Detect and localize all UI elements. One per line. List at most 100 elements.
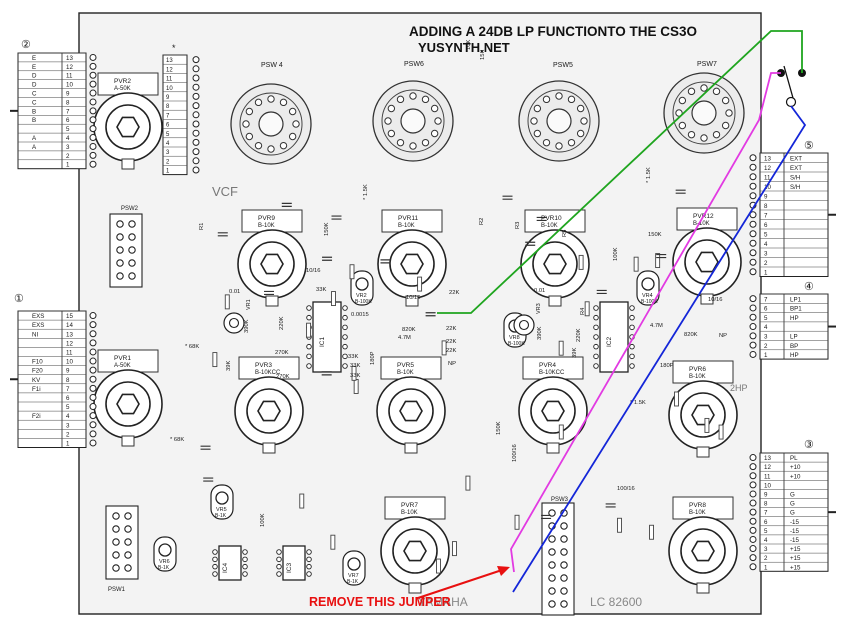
component-value-label: 33K [350, 363, 360, 369]
resistor [436, 559, 440, 573]
header-pin [561, 536, 567, 542]
header-pin [125, 565, 131, 571]
component-value-label: 180P [660, 363, 674, 369]
connector-pin-number: 3 [764, 546, 768, 553]
connector-signal-label: -15 [790, 528, 800, 535]
switch-lug [410, 143, 416, 149]
connector-label: ① [14, 293, 24, 305]
ic-pin [630, 364, 635, 369]
switch-lug [556, 143, 562, 149]
connector-signal-label: S/H [790, 175, 800, 182]
connector-pin-number: 12 [66, 64, 73, 71]
connector-pin [90, 431, 96, 437]
connector-pin [193, 75, 199, 81]
switch-lug [568, 96, 574, 102]
connector-pin-number: 4 [764, 241, 768, 248]
header-pin [129, 221, 135, 227]
rotary-switch [373, 81, 453, 161]
connector-pin-number: 6 [66, 117, 70, 124]
connector-pin [90, 349, 96, 355]
switch-lug [556, 93, 562, 99]
resistor [307, 323, 311, 337]
connector-signal-label: EXS [32, 322, 44, 329]
resistor [213, 353, 217, 367]
switch-lug [280, 99, 286, 105]
board-code-label: LC 82600 [590, 595, 642, 609]
connector-pin-number: 5 [66, 404, 70, 411]
connector-pin-number: 11 [66, 350, 73, 357]
component-value-label: NP [448, 361, 456, 367]
connector-pin [90, 358, 96, 364]
connector-pin [90, 135, 96, 141]
header-label: PSW1 [108, 587, 126, 593]
component-value-label: 10/16 [708, 297, 723, 303]
pot-id-label: PVR2 [114, 78, 131, 85]
ic-label: IC2 [606, 337, 613, 348]
switch-lug [726, 110, 732, 116]
header-pin [125, 539, 131, 545]
pot-value-label: B-10K [258, 223, 275, 229]
switch-lug [577, 105, 583, 111]
connector-pin [90, 331, 96, 337]
connector-pin [193, 84, 199, 90]
header-frame [110, 214, 142, 287]
connector-signal-label: -15 [790, 537, 800, 544]
ic-chip [307, 302, 348, 372]
connector-pin-number: 8 [764, 203, 768, 210]
connector-pin-number: 1 [764, 352, 768, 359]
connector-pin [193, 139, 199, 145]
pot-value-label: A-50K [114, 363, 131, 369]
connector-pin-number: 2 [764, 260, 768, 267]
connector-pin-number: 3 [764, 251, 768, 258]
connector-label: ② [21, 39, 31, 51]
header-pin [561, 575, 567, 581]
connector-signal-label: LP [790, 334, 798, 341]
connector-pin-number: 7 [66, 386, 70, 393]
connector-signal-label: EXS [32, 313, 44, 320]
connector-signal-label: +10 [790, 464, 801, 471]
ic-pin [343, 344, 348, 349]
resistor [331, 292, 335, 306]
ic-pin [594, 354, 599, 359]
connector-pin-number: 1 [66, 441, 70, 448]
header-pin [549, 588, 555, 594]
connector-pin [750, 324, 756, 330]
trimmer-label: VR1 [246, 299, 252, 310]
ic-pin [594, 335, 599, 340]
header-pin [117, 260, 123, 266]
switch-lug [388, 130, 394, 136]
pot-leg [405, 443, 417, 453]
component-value-label: 100K [613, 247, 619, 261]
header-pin [125, 552, 131, 558]
ic-pin [213, 572, 218, 577]
trimmer-value: B-100K [355, 299, 372, 305]
ic-pin [307, 572, 312, 577]
header-label: PSW3 [551, 497, 569, 503]
component-value-label: 22K [446, 339, 456, 345]
connector-pin-number: 7 [764, 213, 768, 220]
component-value-label: 0.0015 [351, 312, 369, 318]
switch-shaft [401, 109, 425, 133]
ic-pin [243, 550, 248, 555]
connector-pin [90, 117, 96, 123]
header-pin [113, 513, 119, 519]
rotary-switch [231, 84, 311, 164]
connector-pin-number: 4 [764, 537, 768, 544]
switch-lug [289, 133, 295, 139]
connector-pin-number: 13 [66, 55, 73, 62]
component-value-label: 0.01 [534, 288, 545, 294]
connector-signal-label: EXT [790, 165, 802, 172]
header-pin [129, 273, 135, 279]
connector-pin-number: 13 [166, 58, 173, 64]
connector-pin-number: 6 [764, 222, 768, 229]
rotary-switch [664, 73, 744, 153]
connector-pin [90, 99, 96, 105]
connector-pin-number: 2 [764, 555, 768, 562]
connector-pin [90, 72, 96, 78]
switch-lug [243, 121, 249, 127]
connector-pin [193, 130, 199, 136]
connector-pin [750, 193, 756, 199]
component-value-label: 22K [446, 326, 456, 332]
pot-leg [122, 159, 134, 169]
